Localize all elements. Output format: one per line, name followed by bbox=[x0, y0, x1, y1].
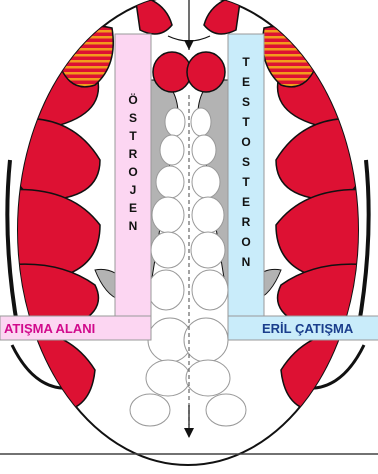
testosteron-letter: T bbox=[242, 55, 250, 69]
ostrojen-letter: Ö bbox=[128, 92, 137, 107]
testosteron-letter: N bbox=[242, 255, 251, 269]
ostrojen-letter: E bbox=[129, 201, 137, 215]
left-band: ATIŞMA ALANI bbox=[0, 316, 151, 340]
testosteron-letter: O bbox=[241, 135, 250, 149]
ostrojen-letter: R bbox=[129, 147, 138, 161]
ostrojen-letter: J bbox=[130, 183, 137, 197]
right-band-label: ERİL ÇATIŞMA bbox=[262, 321, 354, 336]
left-band-label: ATIŞMA ALANI bbox=[4, 321, 95, 336]
testosteron-letter: R bbox=[242, 215, 251, 229]
testosteron-letter: E bbox=[242, 75, 250, 89]
ostrojen-letter: S bbox=[129, 111, 137, 125]
right-band: ERİL ÇATIŞMA bbox=[228, 316, 378, 340]
ostrojen-column: Ö S T R O J E N bbox=[115, 34, 151, 320]
ostrojen-letter: T bbox=[129, 129, 137, 143]
ostrojen-letter: N bbox=[129, 219, 138, 233]
ostrojen-letter: O bbox=[128, 165, 137, 179]
testosteron-letter: S bbox=[242, 155, 250, 169]
testosteron-letter: T bbox=[242, 115, 250, 129]
testosteron-letter: T bbox=[242, 175, 250, 189]
testosteron-column: T E S T O S T E R O N bbox=[228, 34, 264, 320]
testosteron-letter: S bbox=[242, 95, 250, 109]
testosteron-letter: E bbox=[242, 195, 250, 209]
testosteron-letter: O bbox=[241, 235, 250, 249]
